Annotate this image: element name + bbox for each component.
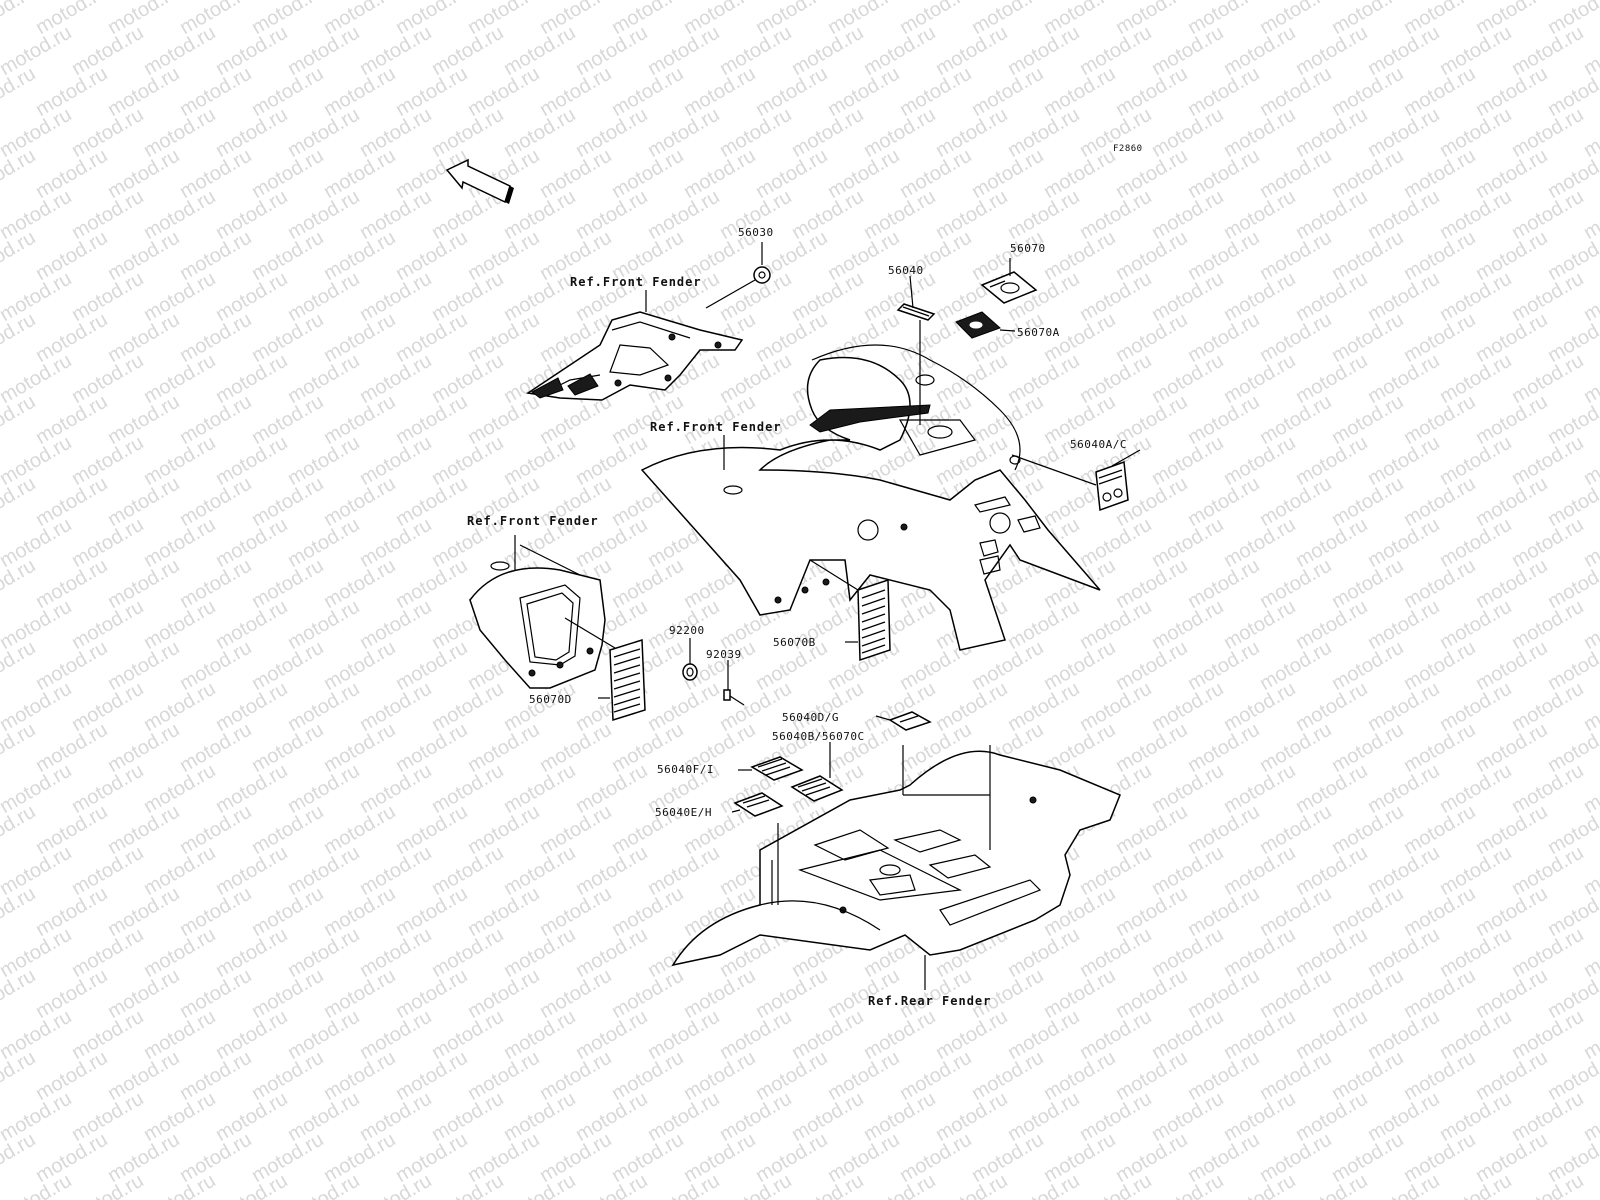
label-ref-front-fender-3: Ref.Front Fender (467, 514, 599, 528)
decal-56040B-56070C (790, 775, 844, 802)
label-56070A: 56070A (1017, 326, 1060, 339)
label-92039: 92039 (706, 648, 742, 661)
label-92200: 92200 (669, 624, 705, 637)
label-56040: 56040 (888, 264, 924, 277)
decal-56040EH (733, 792, 784, 817)
rivet-92039 (723, 689, 745, 706)
decal-56040DG (888, 711, 932, 731)
label-ref-rear-fender: Ref.Rear Fender (868, 994, 992, 1008)
decal-56070B (857, 578, 891, 662)
decal-56070D (609, 638, 646, 722)
label-56040FI: 56040F/I (657, 763, 714, 776)
label-56040EH: 56040E/H (655, 806, 712, 819)
front-fender-top-part (525, 311, 744, 401)
decal-56070 (980, 271, 1038, 304)
label-56070: 56070 (1010, 242, 1046, 255)
decal-56070A (955, 311, 1001, 339)
washer-92200 (682, 663, 698, 681)
label-56070D: 56070D (529, 693, 572, 706)
decal-56040AC (1095, 460, 1129, 512)
leader-lines (514, 242, 1141, 990)
label-56070B: 56070B (773, 636, 816, 649)
label-ref-front-fender-2: Ref.Front Fender (650, 420, 782, 434)
label-ref-front-fender-1: Ref.Front Fender (570, 275, 702, 289)
front-arrow-icon (445, 158, 514, 204)
label-56040B-56070C: 56040B/56070C (772, 730, 865, 743)
front-fender-main (640, 344, 1101, 651)
label-56040AC: 56040A/C (1070, 438, 1127, 451)
decal-56040FI (750, 756, 804, 781)
rear-fender (671, 750, 1121, 967)
figure-code: F2860 (1113, 144, 1143, 154)
label-56040DG: 56040D/G (782, 711, 839, 724)
front-fender-side (469, 561, 606, 689)
label-56030: 56030 (738, 226, 774, 239)
decal-56040 (896, 303, 936, 321)
decal-56030 (753, 266, 771, 284)
